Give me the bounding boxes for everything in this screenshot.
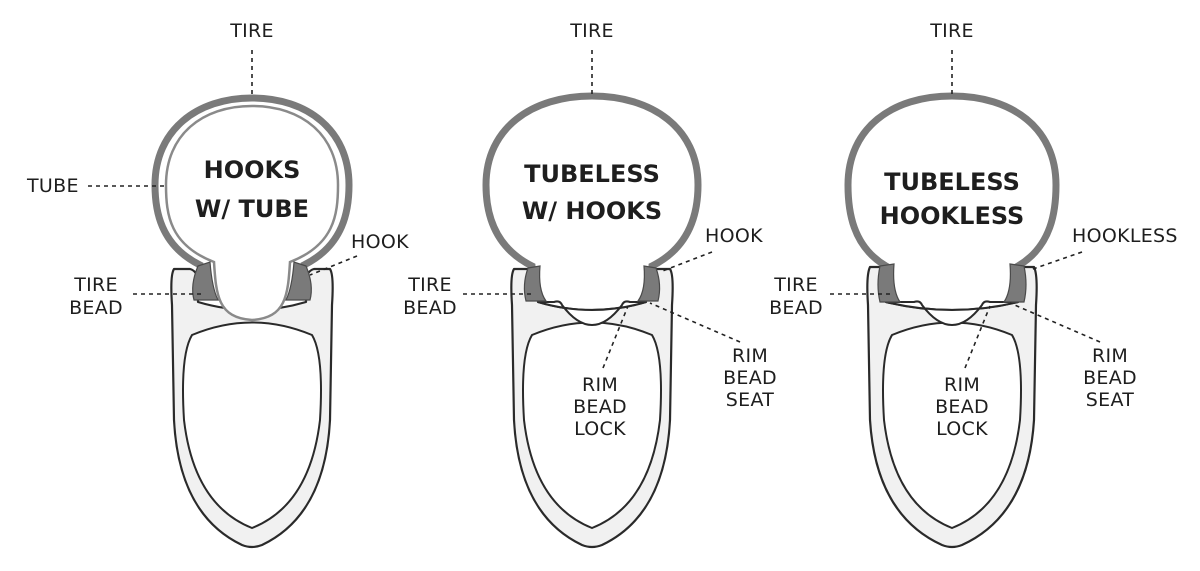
label-hook: HOOK <box>351 231 409 253</box>
label-tire-bead-line-2: BEAD <box>69 297 123 319</box>
label-rim-bead-lock-line-3: LOCK <box>936 418 988 440</box>
label-tire-bead-line-2: BEAD <box>403 297 457 319</box>
label-rim-bead-seat-line-1: RIM <box>1092 345 1128 367</box>
tire-bead-right <box>285 261 312 301</box>
label-tube: TUBE <box>26 175 79 197</box>
panel-title-line-1: HOOKS <box>204 156 301 184</box>
label-rim-bead-seat-line-2: BEAD <box>1083 367 1137 389</box>
label-rim-bead-lock-line-2: BEAD <box>573 396 627 418</box>
panel-title-line-2: W/ TUBE <box>195 195 309 223</box>
label-rim-bead-seat-line-3: SEAT <box>1086 389 1134 411</box>
leader-rim-bead-seat <box>649 302 741 343</box>
panel-tubeless-hookless <box>844 92 1060 549</box>
rim-bed <box>537 300 647 326</box>
leader-rim-bead-lock <box>964 305 991 369</box>
label-tire-bead-line-2: BEAD <box>769 297 823 319</box>
label-rim-bead-lock-line-2: BEAD <box>935 396 989 418</box>
label-tire-bead-line-1: TIRE <box>407 274 452 296</box>
label-tire: TIRE <box>229 20 274 42</box>
tire-bead-left <box>192 261 219 301</box>
tire-casing <box>844 92 1060 301</box>
inner-tube <box>164 104 340 322</box>
panel-tubeless-hooks <box>482 92 702 549</box>
tire-bead-right <box>636 265 661 302</box>
panel-title-line-1: TUBELESS <box>524 160 660 188</box>
panel-hooks-tube <box>151 94 353 549</box>
leader-rim-bead-lock <box>602 305 629 369</box>
tire-bead-left <box>877 263 902 303</box>
label-tire-bead-line-1: TIRE <box>73 274 118 296</box>
tire-casing <box>482 92 702 301</box>
leader-hookless <box>1029 251 1083 271</box>
label-rim-bead-lock-line-3: LOCK <box>574 418 626 440</box>
label-hookless: HOOKLESS <box>1072 225 1178 247</box>
label-rim-bead-seat-line-1: RIM <box>732 345 768 367</box>
label-tire: TIRE <box>569 20 614 42</box>
label-tire: TIRE <box>929 20 974 42</box>
leader-rim-bead-seat <box>1009 302 1101 343</box>
label-rim-bead-seat-line-2: BEAD <box>723 367 777 389</box>
label-rim-bead-seat-line-3: SEAT <box>726 389 774 411</box>
label-rim-bead-lock-line-1: RIM <box>944 374 980 396</box>
leader-hook <box>309 255 358 276</box>
label-tire-bead-line-1: TIRE <box>773 274 818 296</box>
tire-bead-left <box>523 265 548 302</box>
rim-bed <box>885 300 1019 326</box>
panel-title-line-2: W/ HOOKS <box>522 197 662 225</box>
tire-bead-right <box>1002 263 1027 303</box>
label-rim-bead-lock-line-1: RIM <box>582 374 618 396</box>
leader-hook <box>659 251 713 273</box>
label-hook: HOOK <box>705 225 763 247</box>
panel-title-line-1: TUBELESS <box>884 168 1020 196</box>
panel-title-line-2: HOOKLESS <box>880 202 1025 230</box>
